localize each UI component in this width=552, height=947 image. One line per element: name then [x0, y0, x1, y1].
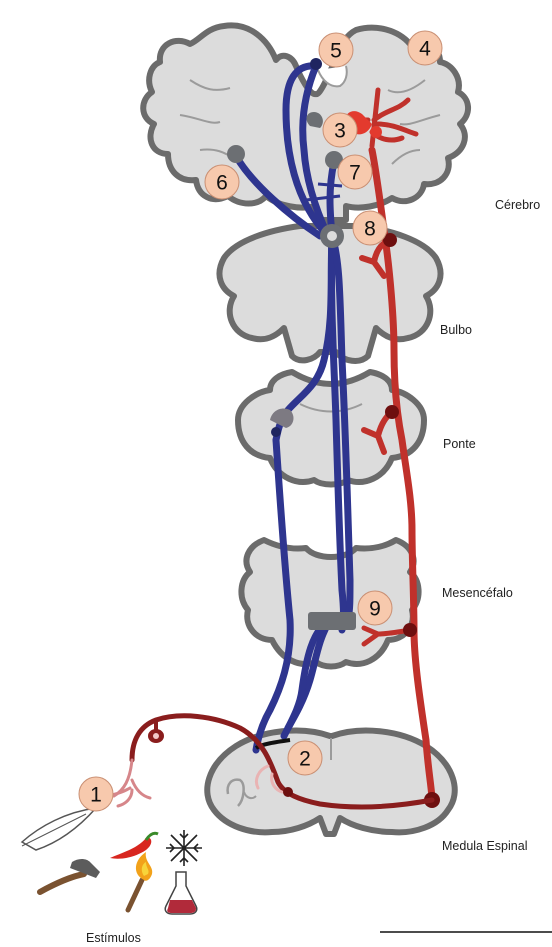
svg-text:4: 4 [419, 38, 431, 61]
snowflake-icon [166, 830, 202, 866]
marker-6: 6 [205, 165, 239, 199]
label-medula-espinal: Medula Espinal [442, 839, 527, 853]
marker-3: 3 [323, 113, 357, 147]
label-ponte: Ponte [443, 437, 476, 451]
label-cerebro: Cérebro [495, 198, 540, 212]
marker-7: 7 [338, 155, 372, 189]
marker-8: 8 [353, 211, 387, 245]
mesencefalo-section [241, 540, 418, 667]
flask-icon [165, 872, 197, 914]
feather-icon [22, 808, 96, 850]
svg-text:2: 2 [299, 748, 311, 771]
label-mesencefalo: Mesencéfalo [442, 586, 513, 600]
marker-9: 9 [358, 591, 392, 625]
torch-icon [128, 852, 152, 910]
svg-text:5: 5 [330, 40, 342, 63]
marker-5: 5 [319, 33, 353, 67]
svg-text:1: 1 [90, 784, 102, 807]
spinal-cord-section [207, 731, 454, 834]
svg-text:6: 6 [216, 172, 228, 195]
chili-pepper-icon [110, 833, 158, 858]
label-estimulos: Estímulos [86, 931, 141, 945]
marker-4: 4 [408, 31, 442, 65]
hammer-icon [40, 859, 100, 892]
marker-1: 1 [79, 777, 113, 811]
svg-text:9: 9 [369, 598, 381, 621]
svg-text:8: 8 [364, 218, 376, 241]
svg-text:3: 3 [334, 120, 346, 143]
marker-2: 2 [288, 741, 322, 775]
svg-text:7: 7 [349, 162, 361, 185]
label-bulbo: Bulbo [440, 323, 472, 337]
